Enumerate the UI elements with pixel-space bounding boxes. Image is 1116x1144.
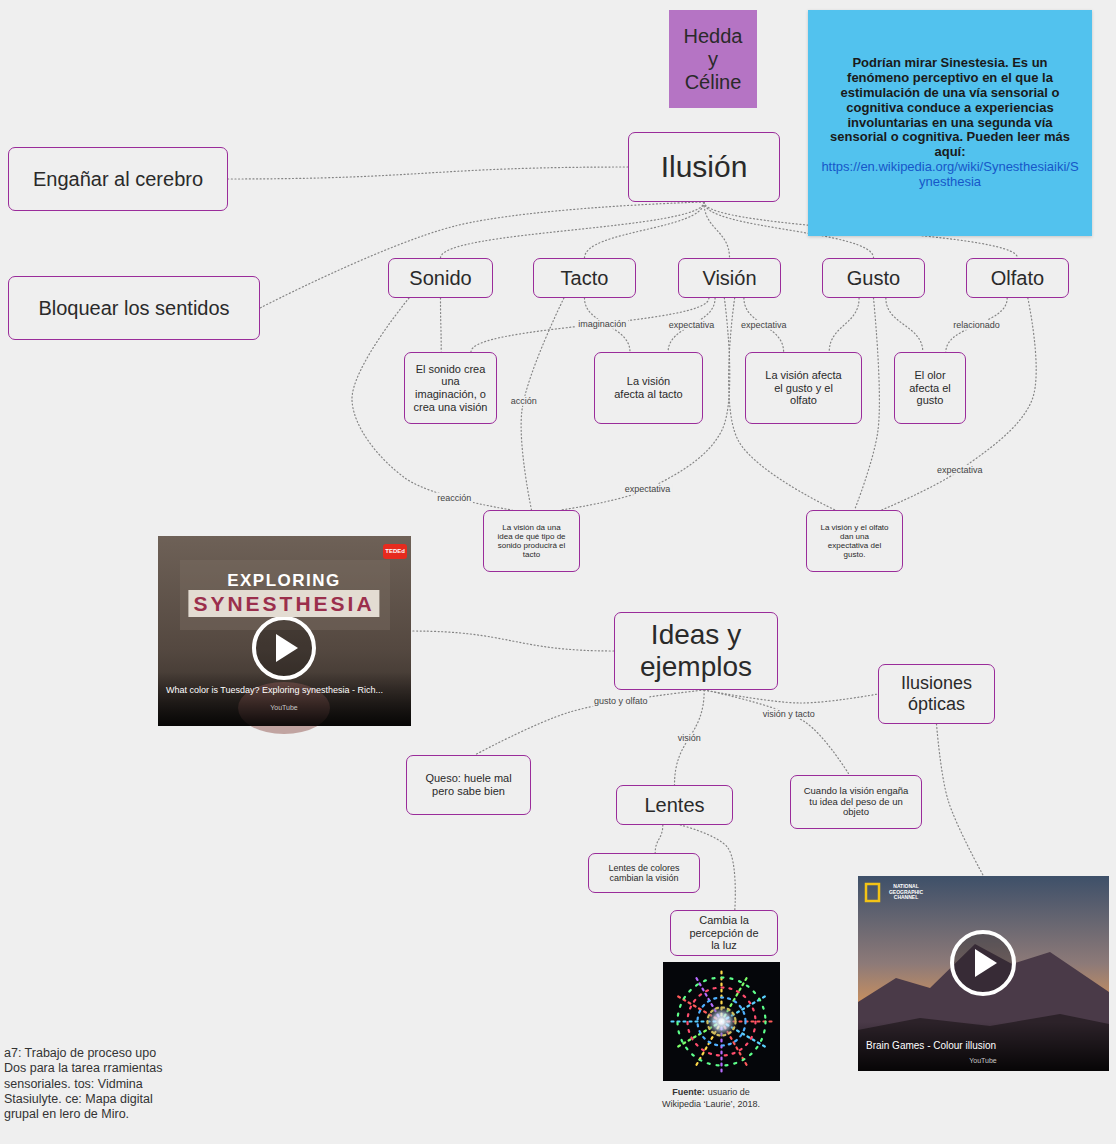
source-credit-block: Fuente:usuario de Wikipedia ‘Laurie’, 20…: [652, 1087, 770, 1110]
node-text: Visión: [685, 267, 774, 290]
connector: [704, 202, 730, 258]
video-title: Brain Games - Colour illusion: [866, 1040, 996, 1051]
central-topic: Ilusión: [628, 132, 780, 202]
edge-label: expectativa: [667, 320, 717, 330]
node-text: El olor afecta el gusto: [903, 369, 957, 407]
video-thumbnail: [858, 876, 1109, 1071]
connector: [441, 202, 705, 258]
edge-label: gusto y olfato: [592, 696, 650, 706]
connector: [585, 202, 705, 258]
node-text: Sonido: [395, 267, 486, 290]
connectors: [228, 167, 1036, 910]
example-box: Queso: huele mal pero sabe bien: [406, 755, 531, 815]
node-text: Ilusión: [639, 150, 769, 185]
sense-box: Sonido: [388, 258, 493, 298]
video-card: EXPLORINGSYNESTHESIA TEDEdWhat color is T…: [158, 536, 411, 726]
topic-box: Bloquear los sentidos: [8, 276, 260, 340]
sticky-note: Podrían mirar Sinestesia. Es un fenómeno…: [808, 10, 1092, 236]
topic-box: Engañar al cerebro: [8, 147, 228, 211]
light-diffraction-photo: [663, 962, 780, 1081]
topic-box: Lentes: [616, 785, 733, 825]
node-text: Cuando la visión engaña tu idea del peso…: [803, 786, 909, 819]
edge-label: reacción: [435, 493, 473, 503]
node-text: Ilusiones ópticas: [887, 673, 986, 714]
note-box: La visión da una idea de qué tipo de son…: [483, 510, 580, 572]
connector: [946, 298, 1007, 352]
edge-label: visión y tacto: [761, 709, 817, 719]
example-box: Cuando la visión engaña tu idea del peso…: [790, 775, 922, 829]
source-label: Fuente:: [672, 1087, 705, 1097]
node-text: La visión y el olfato dan una expectativ…: [819, 523, 890, 560]
connector: [475, 690, 704, 755]
node-text: Gusto: [829, 267, 918, 290]
note-box: La visión y el olfato dan una expectativ…: [806, 510, 903, 572]
edge-label: expectativa: [739, 320, 789, 330]
node-text: Hedda y Céline: [679, 25, 747, 94]
sense-box: Gusto: [822, 258, 925, 298]
video-thumbnail: [158, 536, 411, 734]
note-box: El sonido crea una imaginación, o crea u…: [404, 352, 497, 424]
connector: [937, 724, 984, 876]
node-text: La visión afecta el gusto y el olfato: [760, 369, 847, 407]
connector: [675, 690, 705, 785]
example-box: Cambia la percepción de la luz: [670, 910, 778, 956]
sense-box: Olfato: [966, 258, 1069, 298]
connector: [655, 825, 663, 853]
edge-label: visión: [676, 732, 703, 742]
example-box: Lentes de colores cambian la visión: [588, 853, 700, 893]
node-text: La visión afecta al tacto: [613, 375, 684, 400]
central-topic: Ideas y ejemplos: [614, 612, 778, 690]
note-text: Podrían mirar Sinestesia. Es un fenómeno…: [820, 56, 1080, 161]
edge-label: acción: [509, 395, 539, 405]
thumbnail-title: SYNESTHESIA: [188, 590, 379, 617]
connector: [352, 298, 512, 510]
connector: [886, 298, 923, 352]
edge-label: expectativa: [935, 465, 985, 475]
connector: [704, 690, 878, 703]
node-text: Olfato: [973, 267, 1062, 290]
connector: [440, 298, 442, 352]
link-text: https://en.wikipedia.org/wiki/Synesthesi…: [820, 160, 1080, 190]
group-name-box: Hedda y Céline: [669, 10, 757, 108]
connector: [704, 690, 849, 775]
node-text: El sonido crea una imaginación, o crea u…: [410, 363, 491, 414]
sense-box: Visión: [678, 258, 781, 298]
connector: [829, 298, 859, 352]
node-text: Cambia la percepción de la luz: [685, 914, 763, 952]
connector: [228, 167, 628, 179]
thumbnail-title: EXPLORING: [227, 572, 341, 591]
video-source: YouTube: [969, 1057, 997, 1065]
note-box: La visión afecta al tacto: [594, 352, 703, 424]
node-text: Engañar al cerebro: [19, 168, 217, 191]
figure-caption: a7: Trabajo de proceso upo Dos para la t…: [4, 1046, 166, 1122]
node-text: Bloquear los sentidos: [19, 297, 249, 320]
note-box: El olor afecta el gusto: [894, 352, 966, 424]
connector: [561, 298, 730, 510]
sense-box: Tacto: [533, 258, 636, 298]
connector: [411, 631, 614, 651]
node-text: Lentes: [625, 794, 724, 817]
node-text: Lentes de colores cambian la visión: [599, 863, 689, 884]
topic-box: Ilusiones ópticas: [878, 664, 995, 724]
node-text: Tacto: [540, 267, 629, 290]
video-source: YouTube: [270, 704, 298, 712]
video-card: NATIONAL GEOGRAPHIC CHANNEL Brain Games -…: [858, 876, 1109, 1071]
connector: [260, 202, 704, 308]
node-text: La visión da una idea de qué tipo de son…: [496, 523, 567, 560]
edge-label: imaginación: [576, 318, 628, 328]
channel-badge: TEDEd: [383, 544, 407, 559]
video-title: What color is Tuesday? Exploring synesth…: [166, 686, 383, 696]
connector: [882, 298, 1037, 510]
node-text: Queso: huele mal pero sabe bien: [423, 772, 514, 797]
channel-logo-text: NATIONAL GEOGRAPHIC CHANNEL: [884, 884, 928, 901]
edge-label: relacionado: [951, 320, 1002, 330]
node-text: Ideas y ejemplos: [625, 619, 767, 683]
edge-label: expectativa: [623, 484, 673, 494]
note-box: La visión afecta el gusto y el olfato: [745, 352, 862, 424]
